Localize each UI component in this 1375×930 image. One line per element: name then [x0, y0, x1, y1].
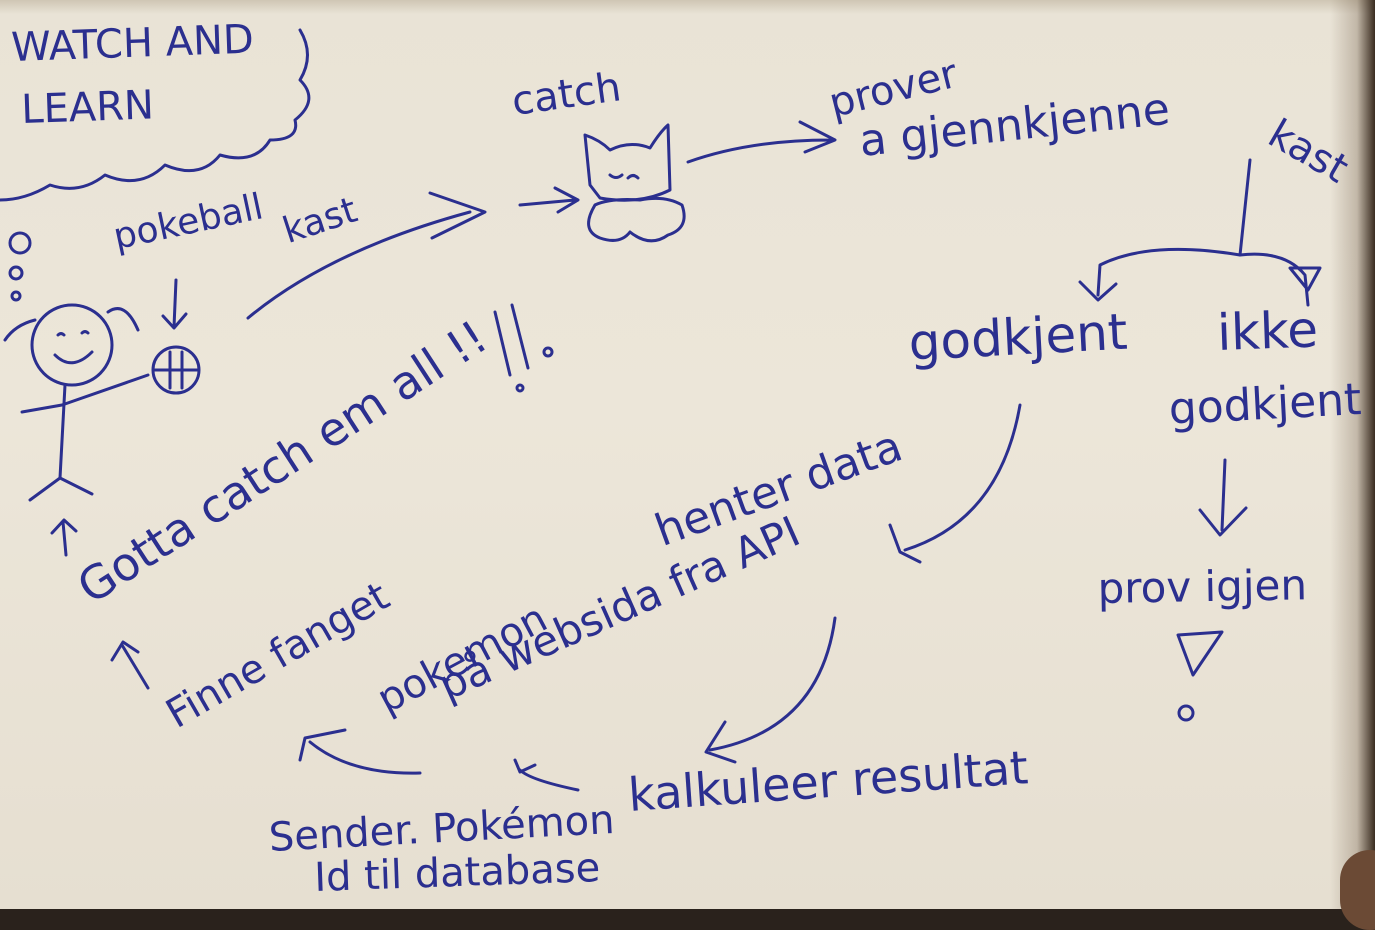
arrow-send-to-find: [298, 728, 422, 775]
pokeball-drawing: [151, 345, 201, 395]
pokemon-creature: [583, 123, 686, 243]
thought-bubble-3: [10, 290, 22, 302]
exclamation-mark: [1176, 630, 1224, 677]
thought-bubble-2: [8, 265, 24, 281]
paper-top-edge: [0, 0, 1375, 14]
ikke-label: ikke: [1216, 300, 1319, 362]
arrow-find-to-gotta: [110, 640, 150, 690]
sketch-drawing: [0, 28, 1322, 792]
prov-igjen-label: prov igjen: [1097, 560, 1308, 613]
sender-line2: Id til database: [313, 845, 601, 901]
paper-card: [0, 0, 1375, 909]
branch-left: [1078, 247, 1242, 302]
godkjent-label: godkjent: [907, 302, 1129, 372]
stick-figure: [3, 303, 150, 502]
watch-and-learn-line1: WATCH AND: [10, 16, 255, 71]
arrow-calc-to-send: [513, 758, 580, 792]
arrow-to-recognize: [686, 120, 837, 164]
arrow-to-pokemon: [518, 186, 580, 214]
gotta-exclaim-marks: [493, 303, 530, 377]
gotta-exclaim-dot-1: [515, 383, 525, 393]
paper-right-edge: [1330, 0, 1375, 909]
exclamation-dot: [1177, 704, 1195, 722]
arrow-gotta-to-figure: [50, 518, 78, 557]
throw-arrow: [246, 191, 487, 320]
arrow-fetch-to-calc: [704, 616, 837, 764]
watch-and-learn-line2: LEARN: [20, 82, 155, 133]
thought-bubble-1: [8, 231, 32, 255]
branch-stem: [1238, 158, 1252, 257]
pokeball-pointer-arrow: [161, 278, 188, 330]
gotta-exclaim-dot-2: [542, 346, 554, 358]
arrow-godkjent-to-fetch: [888, 403, 1022, 564]
godkjent-2-label: godkjent: [1167, 373, 1363, 435]
branch-right: [1238, 252, 1322, 307]
thought-cloud: [0, 28, 311, 202]
arrow-retry: [1198, 458, 1248, 537]
